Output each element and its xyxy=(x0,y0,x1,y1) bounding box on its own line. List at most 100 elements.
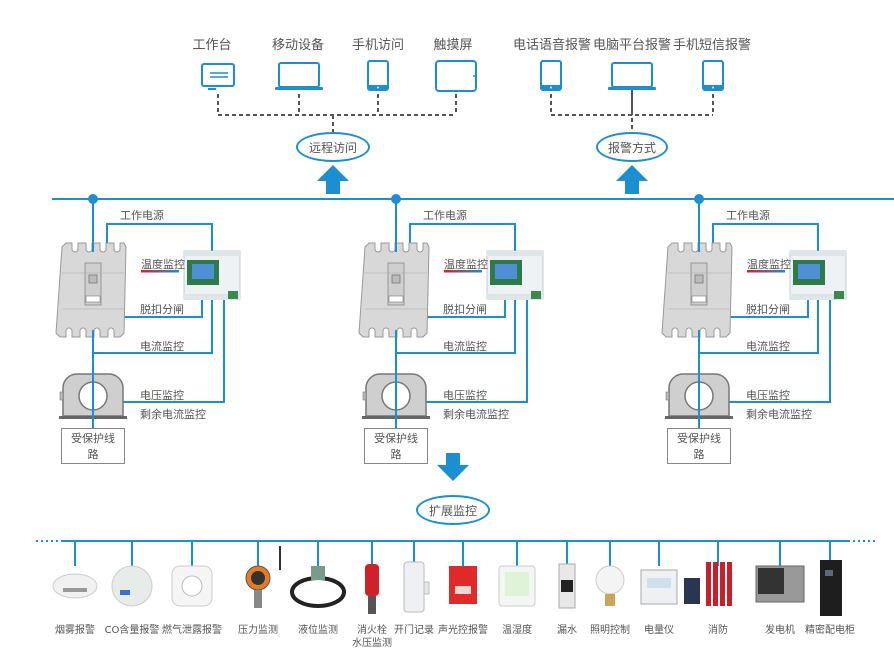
label-voltage: 电压监控 xyxy=(140,389,184,402)
module-terminals xyxy=(487,251,543,256)
phone-button xyxy=(712,86,714,89)
extinguisher-cylinder xyxy=(713,562,718,606)
alarm-methods-node: 报警方式 xyxy=(596,132,668,162)
tablet-body xyxy=(435,60,477,92)
door-magnet xyxy=(423,581,430,595)
device-label: 消火栓水压监测 xyxy=(352,624,392,650)
monitoring-unit xyxy=(55,194,241,430)
module-connector xyxy=(834,291,844,299)
remote-access-title: 远程访问 xyxy=(308,140,357,155)
engine xyxy=(758,568,784,594)
device-label: 烟雾报警 xyxy=(55,624,95,637)
device-label: 声光控报警 xyxy=(438,624,488,637)
extinguisher-cylinder xyxy=(727,562,732,606)
label-sms-alarm: 手机短信报警 xyxy=(672,38,752,53)
device-label: CO含量报警 xyxy=(105,624,160,637)
label-trip: 脱扣分闸 xyxy=(140,303,184,316)
label-working-power: 工作电源 xyxy=(423,209,467,222)
device-label: 消防 xyxy=(708,624,728,637)
cabinet-body xyxy=(820,560,842,616)
power-meter-icon xyxy=(640,541,678,605)
tablet-icon xyxy=(435,60,477,92)
power-line xyxy=(712,223,819,252)
device-label: 发电机 xyxy=(765,624,795,637)
phone-button xyxy=(550,86,552,89)
down-arrow-icon xyxy=(437,453,469,481)
alarm-methods-title: 报警方式 xyxy=(607,140,656,155)
gas-detector-icon xyxy=(171,541,213,607)
device-label-line: 消防 xyxy=(708,625,728,636)
module-terminals xyxy=(487,294,543,299)
label-working-power: 工作电源 xyxy=(120,209,164,222)
device-label-line: 漏水 xyxy=(557,625,577,636)
device-label-line: 声光控报警 xyxy=(438,625,488,636)
bulb-base xyxy=(605,594,615,606)
laptop-screen xyxy=(611,62,653,88)
trip-line xyxy=(427,300,506,318)
device-label-line: 燃气泄露报警 xyxy=(162,625,222,636)
hydrant-pipe xyxy=(368,596,376,614)
gauge-face xyxy=(251,571,265,585)
label-voltage: 电压监控 xyxy=(746,389,790,402)
device-label: 电量仪 xyxy=(644,624,674,637)
label-trip: 脱扣分闸 xyxy=(746,303,790,316)
temperature-sensor-line xyxy=(444,270,482,273)
up-arrow-icon xyxy=(317,165,349,194)
hydrant-body xyxy=(365,564,379,596)
breaker-window xyxy=(388,295,404,303)
smoke-detector-icon xyxy=(52,541,98,599)
label-temperature: 温度监控 xyxy=(747,258,791,271)
laptop-screen xyxy=(278,62,320,88)
power-line xyxy=(106,223,213,252)
phone-button xyxy=(377,86,379,89)
device-label-line: 水压监测 xyxy=(352,638,392,649)
remote-access-node: 远程访问 xyxy=(296,132,370,162)
device-label-line: 压力监测 xyxy=(238,625,278,636)
door-sensor-body xyxy=(403,561,425,613)
label-current: 电流监控 xyxy=(140,340,184,353)
device-label-line: 电量仪 xyxy=(644,625,674,636)
monitoring-unit xyxy=(661,194,847,430)
phone-icon xyxy=(540,60,562,91)
ct-tab xyxy=(362,391,367,401)
label-touchscreen: 触摸屏 xyxy=(433,38,473,53)
current-line xyxy=(93,300,213,354)
smoke-body xyxy=(52,573,98,599)
device-label: 开门记录 xyxy=(394,624,434,637)
device-label-line: 发电机 xyxy=(765,625,795,636)
bulb-glass xyxy=(595,565,625,595)
hydrant-icon xyxy=(365,541,379,614)
door-sensor-icon xyxy=(403,541,430,613)
desktop-icon xyxy=(201,63,235,90)
label-voltage: 电压监控 xyxy=(443,389,487,402)
extinguisher-cylinder xyxy=(720,562,725,606)
module-screen xyxy=(192,264,214,279)
module-screen xyxy=(495,264,517,279)
module-terminals xyxy=(184,294,240,299)
level-head xyxy=(311,566,325,580)
leak-panel xyxy=(561,580,573,592)
gauge-stem xyxy=(254,590,262,608)
current-line xyxy=(396,300,516,354)
label-temperature: 温度监控 xyxy=(141,258,185,271)
breaker-handle xyxy=(391,274,401,284)
breaker-window xyxy=(85,295,101,303)
device-label-line: 开门记录 xyxy=(394,625,434,636)
label-trip: 脱扣分闸 xyxy=(443,303,487,316)
trip-line xyxy=(124,300,203,318)
protected-line-box: 受保护线路 xyxy=(364,428,428,464)
temperature-sensor-line xyxy=(141,270,179,273)
phone-icon xyxy=(702,60,724,91)
up-arrow-icon xyxy=(616,165,648,194)
co-display xyxy=(120,590,130,595)
co-body xyxy=(111,565,153,607)
strobe-lens xyxy=(455,586,471,594)
voltage-line xyxy=(423,300,528,403)
thermo-screen xyxy=(505,572,529,596)
label-residual-current: 剩余电流监控 xyxy=(746,408,812,421)
desktop-screen xyxy=(201,63,235,87)
device-label-line: 温湿度 xyxy=(502,625,532,636)
laptop-icon xyxy=(275,62,323,90)
device-label: 燃气泄露报警 xyxy=(162,624,222,637)
ct-tab xyxy=(665,391,670,401)
